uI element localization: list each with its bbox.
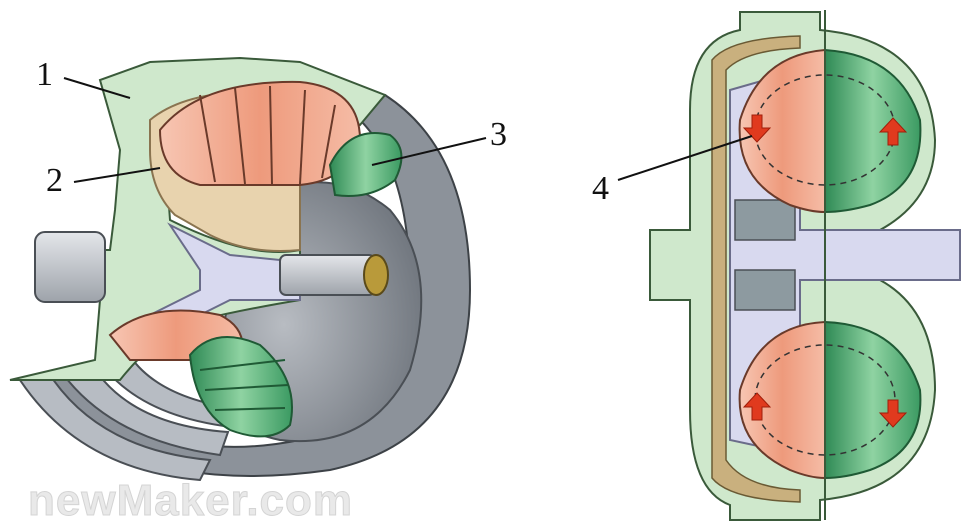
section-slot-upper — [735, 200, 795, 240]
cross-section-view — [650, 10, 960, 520]
output-shaft-end — [364, 255, 388, 295]
section-slot-lower — [735, 270, 795, 310]
callout-2: 2 — [46, 164, 63, 198]
callout-4: 4 — [592, 172, 609, 206]
cutaway-view — [10, 58, 470, 480]
output-shaft — [280, 255, 375, 295]
callout-3: 3 — [490, 118, 507, 152]
watermark-logo: newMaker.com — [28, 476, 353, 526]
input-shaft-stub — [35, 232, 105, 302]
callout-1: 1 — [36, 58, 53, 92]
